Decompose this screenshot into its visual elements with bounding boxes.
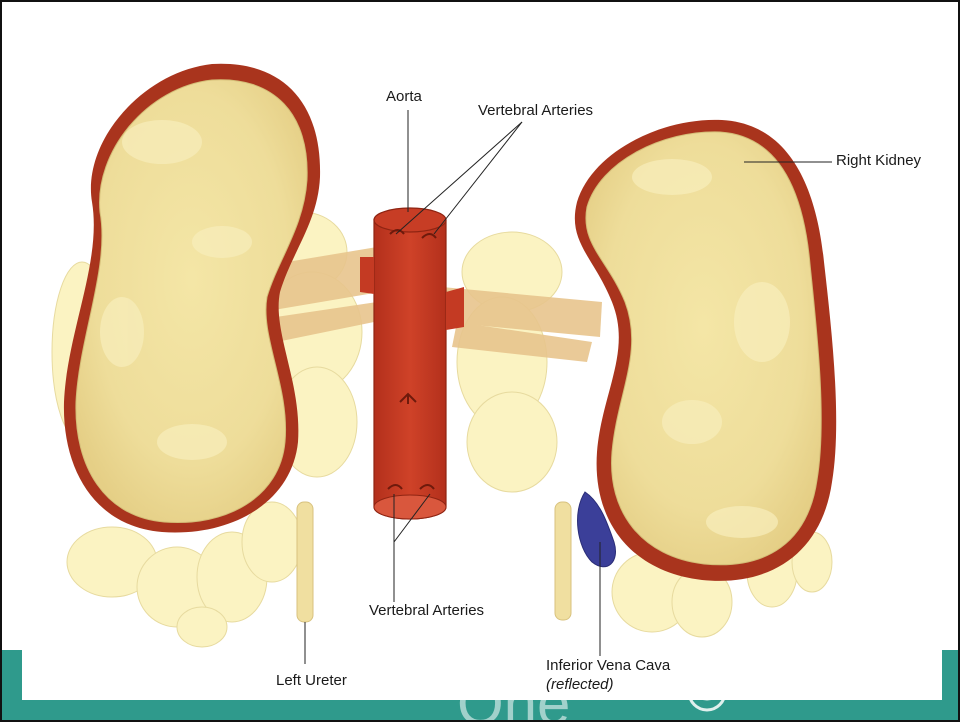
- label-aorta: Aorta: [386, 88, 422, 105]
- label-left-ureter: Left Ureter: [276, 672, 347, 689]
- label-vertebral-arteries-top: Vertebral Arteries: [478, 102, 593, 119]
- right-kidney: [575, 120, 836, 581]
- aorta-shape: [360, 208, 464, 519]
- label-vertebral-arteries-bottom: Vertebral Arteries: [369, 602, 484, 619]
- label-right-kidney: Right Kidney: [836, 152, 921, 169]
- footer-watermark: One: [457, 674, 570, 722]
